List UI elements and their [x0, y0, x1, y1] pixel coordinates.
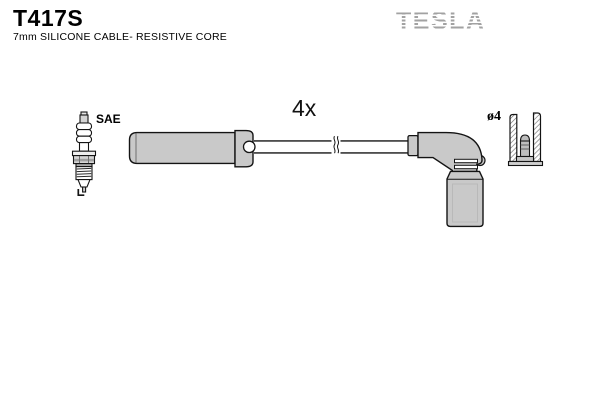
tesla-logo: TESLA	[396, 7, 486, 35]
straight-plug-boot-icon	[128, 129, 256, 168]
sae-terminal-label: SAE	[96, 112, 121, 126]
cable-break-icon	[331, 135, 341, 156]
terminal-cross-section-icon	[507, 112, 544, 167]
ignition-cable-icon	[254, 135, 409, 156]
part-number: T417S	[13, 5, 84, 31]
spark-plug-icon	[71, 111, 97, 197]
diameter-label: ø4	[487, 109, 501, 124]
product-subtitle: 7mm SILICONE CABLE- RESISTIVE CORE	[13, 31, 227, 43]
quantity-label: 4x	[292, 95, 317, 121]
elbow-coil-boot-icon	[407, 131, 486, 228]
